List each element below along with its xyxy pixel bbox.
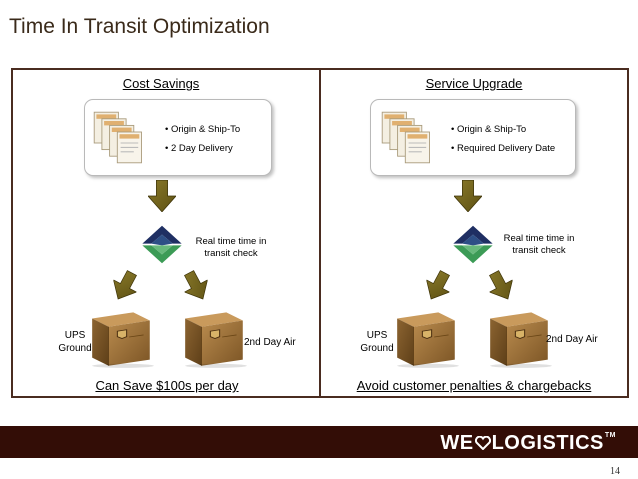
ups-ground-label: UPS Ground	[58, 330, 92, 354]
cost-savings-result: Can Save $100s per day	[95, 378, 239, 393]
transit-check-logo-icon	[137, 222, 187, 267]
heart-icon	[474, 435, 491, 451]
documents-icon	[378, 110, 448, 165]
transit-check-logo-icon	[448, 222, 498, 267]
page-number: 14	[610, 466, 620, 477]
service-upgrade-panel	[319, 68, 629, 398]
panel-title-service-upgrade: Service Upgrade	[425, 76, 523, 91]
service-upgrade-result: Avoid customer penalties & chargebacks	[356, 378, 592, 393]
cost-savings-bullet-2: • 2 Day Delivery	[165, 143, 233, 154]
service-upgrade-bullet-2: • Required Delivery Date	[451, 143, 556, 154]
second-day-air-label: 2nd Day Air	[546, 334, 598, 345]
cost-savings-bullet-1: • Origin & Ship-To	[165, 124, 241, 135]
footer-band	[0, 426, 638, 458]
ups-ground-label: UPS Ground	[360, 330, 394, 354]
panel-title-cost-savings: Cost Savings	[122, 76, 200, 91]
second-day-air-label: 2nd Day Air	[244, 337, 296, 348]
documents-icon	[90, 110, 160, 165]
down-arrow-icon	[148, 180, 176, 212]
down-arrow-icon	[454, 180, 482, 212]
ups-ground-box-icon	[391, 306, 463, 368]
service-upgrade-bullet-1: • Origin & Ship-To	[451, 124, 527, 135]
second-day-air-box-icon	[179, 306, 251, 368]
transit-check-label: Real time time in transit check	[503, 233, 575, 256]
service-upgrade-criteria-box	[370, 99, 576, 176]
transit-check-label: Real time time in transit check	[195, 236, 267, 259]
slide-title: Time In Transit Optimization	[9, 15, 270, 38]
